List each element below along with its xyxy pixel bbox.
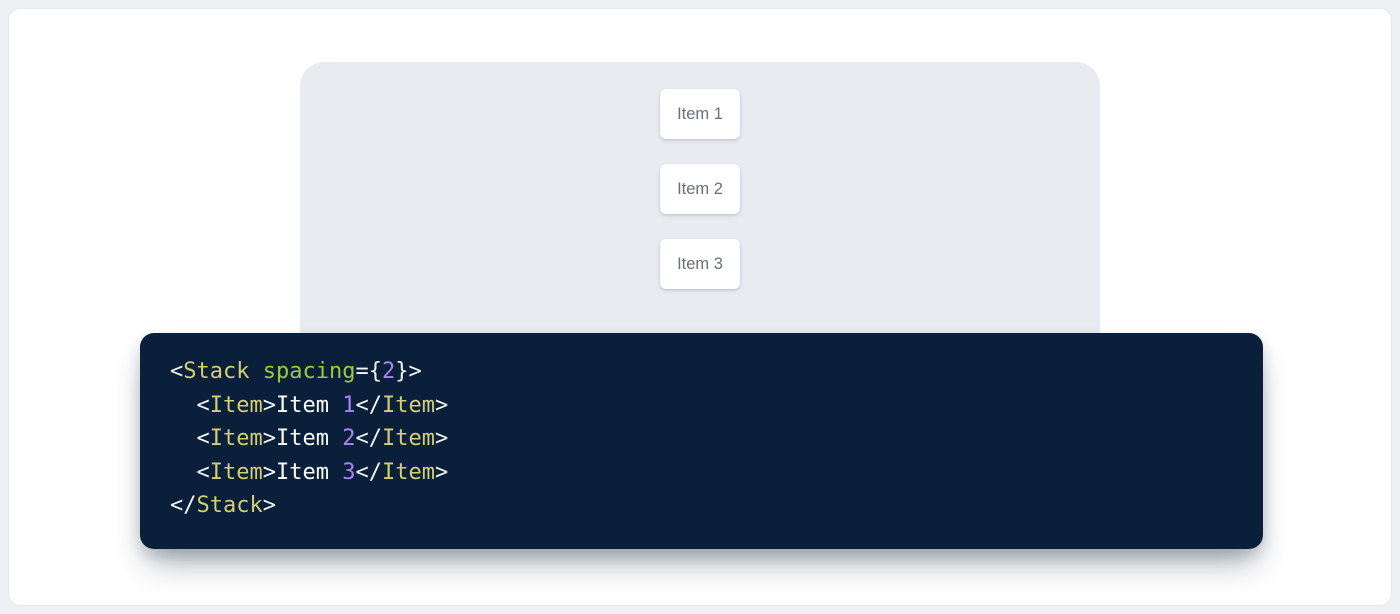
code-token: </: [355, 392, 382, 418]
code-token: </: [170, 493, 197, 518]
stack-item-1: Item 1: [660, 89, 740, 139]
stack-preview-panel: Item 1 Item 2 Item 3: [300, 62, 1100, 382]
code-token: {: [368, 359, 382, 384]
code-token: <: [196, 459, 210, 485]
stack-item-2-label: Item 2: [677, 179, 723, 198]
stack-item-3-label: Item 3: [677, 254, 723, 273]
code-line-2: <Item>Item 1</Item>: [170, 389, 1233, 423]
code-token: </: [355, 459, 382, 485]
code-token: Item: [381, 392, 435, 418]
stack-item-3: Item 3: [660, 239, 740, 289]
code-token: <: [170, 359, 184, 384]
code-token: </: [355, 426, 382, 451]
code-token: Item: [275, 459, 343, 485]
code-token: >: [262, 392, 276, 418]
code-token: Item: [209, 426, 263, 451]
code-token: =: [355, 359, 369, 384]
code-token: Item: [381, 459, 435, 485]
stack-item-1-label: Item 1: [677, 104, 723, 123]
code-token: <: [196, 392, 210, 418]
code-token: Item: [209, 392, 263, 418]
code-token: <: [196, 426, 210, 451]
code-token: Stack: [183, 359, 250, 384]
code-token: >: [408, 359, 422, 384]
code-token: [170, 426, 197, 451]
code-token: >: [262, 426, 276, 451]
code-token: }: [395, 359, 409, 384]
code-line-1: <Stack spacing={2}>: [170, 355, 1233, 389]
code-token: >: [262, 493, 276, 518]
code-token: Item: [209, 459, 263, 485]
code-block: <Stack spacing={2}> <Item>Item 1</Item> …: [140, 333, 1263, 549]
code-token: 1: [342, 392, 356, 418]
code-token: [249, 359, 262, 384]
code-token: >: [434, 426, 449, 451]
code-token: [170, 393, 197, 418]
code-token: >: [434, 392, 449, 418]
code-token: Stack: [196, 493, 263, 518]
code-token: Item: [275, 392, 343, 418]
stack-item-2: Item 2: [660, 164, 740, 214]
code-token: spacing: [262, 359, 356, 384]
code-token: >: [262, 459, 276, 485]
code-token: 2: [381, 359, 396, 384]
code-token: >: [434, 459, 449, 485]
code-line-4: <Item>Item 3</Item>: [170, 456, 1233, 490]
code-token: 3: [342, 459, 356, 485]
code-line-5: </Stack>: [170, 489, 1233, 523]
code-token: 2: [342, 426, 356, 451]
code-line-3: <Item>Item 2</Item>: [170, 422, 1233, 456]
code-token: Item: [381, 426, 435, 451]
code-token: [170, 460, 197, 485]
code-token: Item: [275, 426, 343, 451]
